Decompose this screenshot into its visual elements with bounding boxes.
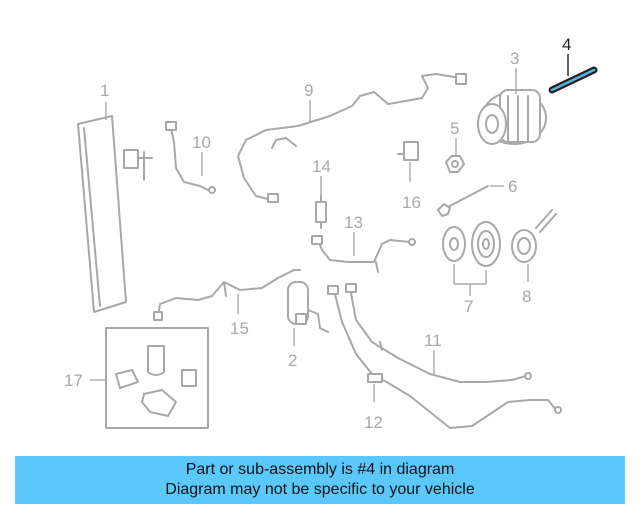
part-1-condenser[interactable] [77,115,153,313]
part-9-hose[interactable] [237,73,467,203]
callout-13: 13 [344,213,363,232]
part-16-sensor[interactable] [397,141,419,161]
part-15-line[interactable] [153,269,301,321]
part-13-line[interactable] [311,235,416,273]
callout-9: 9 [304,81,313,100]
callout-11: 11 [424,331,442,350]
part-8-coil[interactable] [511,209,557,263]
info-banner: Part or sub-assembly is #4 in diagram Di… [15,456,625,504]
banner-line-1: Part or sub-assembly is #4 in diagram [185,461,455,478]
callout-8: 8 [522,287,531,306]
part-6-bolt[interactable] [437,185,489,217]
callout-16: 16 [402,193,421,212]
callout-1: 1 [100,81,109,100]
callout-15: 15 [230,319,249,338]
callout-10: 10 [192,133,211,152]
part-11-line[interactable] [345,283,532,383]
callout-12: 12 [364,413,383,432]
callout-17: 17 [64,371,83,390]
part-7-clutch[interactable] [442,221,501,267]
part-10-line[interactable] [165,121,216,194]
banner-line-2: Diagram may not be specific to your vehi… [165,481,475,498]
callout-7: 7 [464,297,473,316]
part-5-nut[interactable] [445,155,465,173]
part-2-drier[interactable] [287,281,329,333]
part-4-highlighted[interactable] [548,66,598,94]
part-3-compressor[interactable] [477,89,547,145]
callout-5: 5 [450,119,459,138]
part-17-panel[interactable] [105,327,209,429]
part-14-switch[interactable] [315,195,327,229]
callout-6: 6 [508,177,517,196]
callout-2: 2 [288,351,297,370]
callout-3: 3 [510,49,519,68]
callout-4: 4 [562,35,571,54]
part-12-line[interactable] [327,285,562,429]
callout-14: 14 [312,157,331,176]
